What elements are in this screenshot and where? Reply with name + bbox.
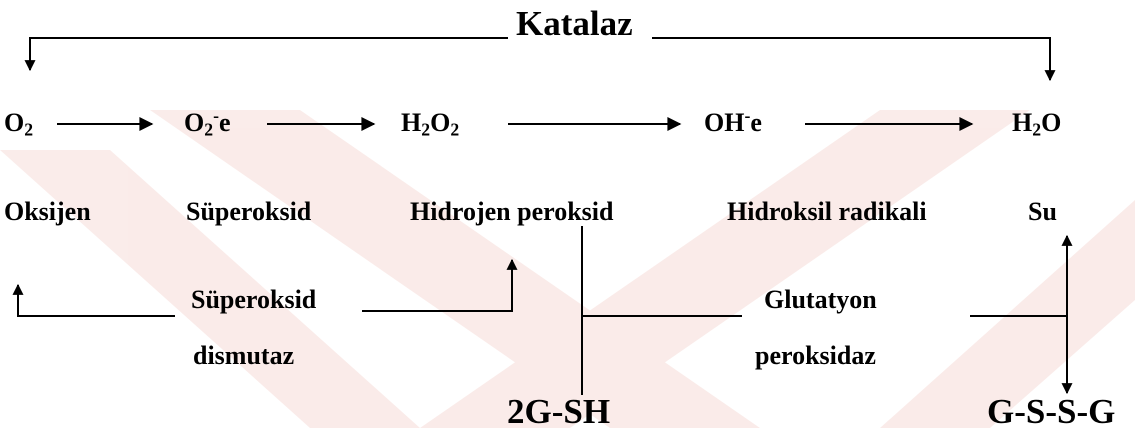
watermark-band (880, 200, 1135, 428)
catalase-right-arrow (652, 37, 1056, 82)
reduced-glutathione: 2G-SH (507, 392, 611, 431)
name-h2o2: Hidrojen peroksid (410, 197, 614, 226)
species-superoxide: O2-e (184, 105, 231, 140)
sod-label-line2: dismutaz (193, 341, 295, 370)
oxidized-glutathione: G-S-S-G (987, 392, 1116, 431)
catalase-left-arrow (24, 37, 508, 72)
name-oxygen: Oksijen (4, 197, 91, 226)
name-hydroxyl: Hidroksil radikali (727, 197, 927, 226)
sod-left-arrow (12, 283, 175, 317)
watermark-band (0, 150, 420, 428)
sod-right-arrow (362, 258, 518, 312)
species-o2: O2 (4, 108, 34, 140)
name-water: Su (1028, 197, 1057, 226)
sod-label-line1: Süperoksid (191, 285, 317, 314)
catalase-label: Katalaz (516, 4, 633, 43)
species-hydroxyl: OH-e (704, 105, 762, 137)
gpx-label-line2: peroksidaz (755, 341, 876, 370)
watermark-band (420, 110, 1030, 428)
species-h2o2: H2O2 (401, 108, 460, 140)
name-superoxide: Süperoksid (186, 197, 312, 226)
gpx-label-line1: Glutatyon (764, 285, 877, 314)
species-water: H2O (1012, 108, 1062, 140)
